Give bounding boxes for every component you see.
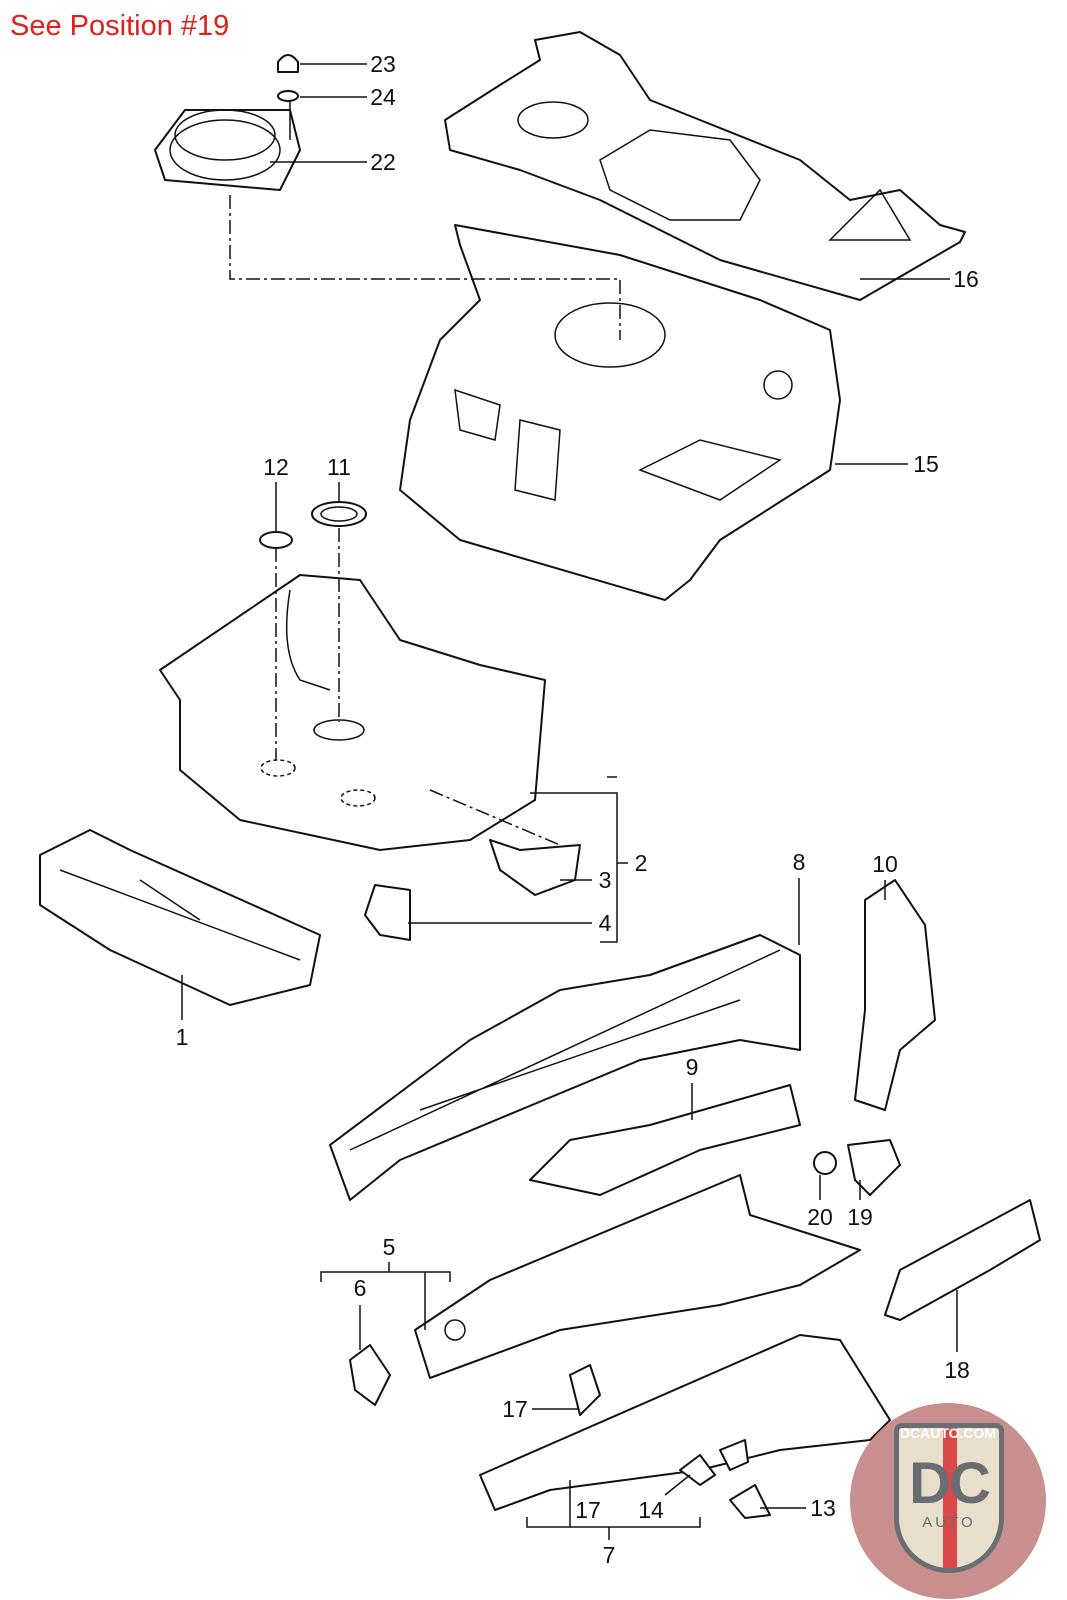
part-4-bracket: [364, 884, 411, 941]
part-10-pillar: [854, 879, 936, 1111]
part-11-ring: [311, 501, 367, 527]
logo-stripe: [943, 1428, 957, 1568]
part-17-clip: [569, 1364, 601, 1416]
part-6-plate: [349, 1344, 391, 1406]
part-14-clip: [679, 1439, 749, 1486]
callout-numbers: 23 24 22 16 15 12 11 2 3 4 8 10 1 9 20 1…: [176, 51, 979, 1568]
part-7-sill-outer: [479, 1334, 891, 1511]
part-24-washer: [277, 90, 299, 102]
callout-20: 20: [807, 1204, 833, 1230]
part-8-side-member: [329, 934, 801, 1201]
part-22-mount: [154, 109, 301, 191]
callout-9: 9: [686, 1054, 699, 1080]
part-1-crossmember: [39, 829, 321, 1006]
part-5-sill: [414, 1174, 861, 1379]
callout-22: 22: [370, 149, 396, 175]
callout-19: 19: [847, 1204, 873, 1230]
part-12-seal: [259, 531, 293, 549]
callout-3: 3: [599, 867, 612, 893]
part-3-bracket: [489, 839, 581, 896]
callout-8: 8: [793, 849, 806, 875]
logo-sub: AUTO: [922, 1514, 976, 1531]
callout-7: 7: [603, 1542, 616, 1568]
logo-mark: DC: [909, 1451, 991, 1516]
callout-10: 10: [872, 851, 898, 877]
part-18-panel: [884, 1199, 1041, 1321]
leader-lines: [181, 63, 958, 1540]
part-23-nut: [277, 54, 299, 73]
callout-6: 6: [354, 1275, 367, 1301]
callout-1: 1: [176, 1024, 189, 1050]
callout-5: 5: [383, 1234, 396, 1260]
logo-shield: DC AUTO: [894, 1423, 1004, 1573]
callout-18: 18: [944, 1357, 970, 1383]
callout-4: 4: [599, 910, 612, 936]
part-2-floor-pan: [159, 574, 546, 851]
part-13-clip: [729, 1484, 771, 1519]
part-15-rear-floor: [399, 224, 841, 601]
callout-13: 13: [810, 1495, 836, 1521]
callout-16: 16: [953, 266, 979, 292]
part-20-nut: [813, 1151, 837, 1175]
logo-url: DCAUTO.COM: [899, 1425, 997, 1441]
part-9-reinforcement: [529, 1084, 801, 1196]
part-16-rear-panel: [444, 31, 966, 301]
dc-auto-watermark-logo: DC AUTO DCAUTO.COM: [850, 1403, 1046, 1599]
callout-2: 2: [635, 850, 648, 876]
callout-15: 15: [913, 451, 939, 477]
callout-12: 12: [263, 454, 289, 480]
callout-17a: 17: [502, 1396, 528, 1422]
callout-17b: 17: [575, 1497, 601, 1523]
position-note: See Position #19: [10, 10, 230, 42]
callout-14: 14: [638, 1497, 664, 1523]
callout-23: 23: [370, 51, 396, 77]
callout-24: 24: [370, 84, 396, 110]
callout-11: 11: [327, 454, 351, 480]
part-19-bracket: [847, 1139, 901, 1196]
